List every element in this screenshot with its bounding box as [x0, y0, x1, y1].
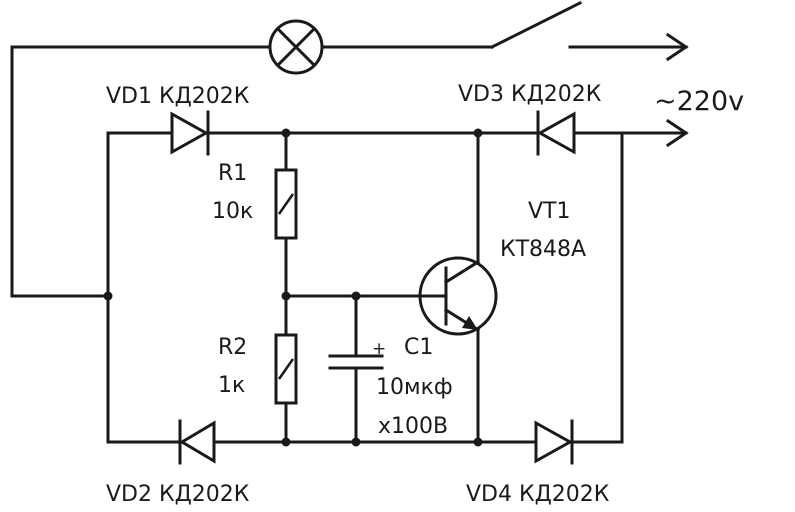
vt1-type-label: КТ848А: [500, 237, 586, 262]
vd3-label: VD3 КД202К: [458, 82, 602, 107]
npn-transistor: [418, 131, 498, 444]
vt1-name-label: VT1: [528, 199, 571, 224]
arrow-right-icon: [568, 32, 689, 62]
diode-vd1: [170, 110, 210, 156]
switch-symbol: [489, 0, 583, 50]
vd1-label: VD1 КД202К: [106, 84, 250, 109]
vd4-label: VD4 КД202К: [466, 482, 610, 507]
bottom-rail-wire: [106, 131, 624, 444]
c1-voltage-label: x100В: [378, 414, 448, 439]
supply-label: ~220v: [654, 86, 744, 117]
c1-name-label: C1: [404, 335, 433, 360]
c1-polarity-label: +: [372, 339, 386, 359]
lamp-symbol: [268, 19, 324, 75]
diode-vd2: [178, 419, 216, 465]
capacitor-c1: [328, 294, 384, 444]
resistor-r2: [274, 333, 298, 405]
lamp-loop-wire: [10, 45, 494, 298]
c1-value-label: 10мкф: [376, 375, 453, 400]
junction-dots: [103, 128, 483, 447]
r2-value-label: 1к: [218, 373, 245, 398]
vd2-label: VD2 КД202К: [106, 482, 250, 507]
r2-name-label: R2: [218, 335, 247, 360]
resistor-r1: [274, 168, 298, 240]
r1-name-label: R1: [218, 161, 247, 186]
r1-value-label: 10к: [212, 199, 253, 224]
diode-vd3: [536, 110, 576, 156]
diode-vd4: [534, 419, 574, 465]
